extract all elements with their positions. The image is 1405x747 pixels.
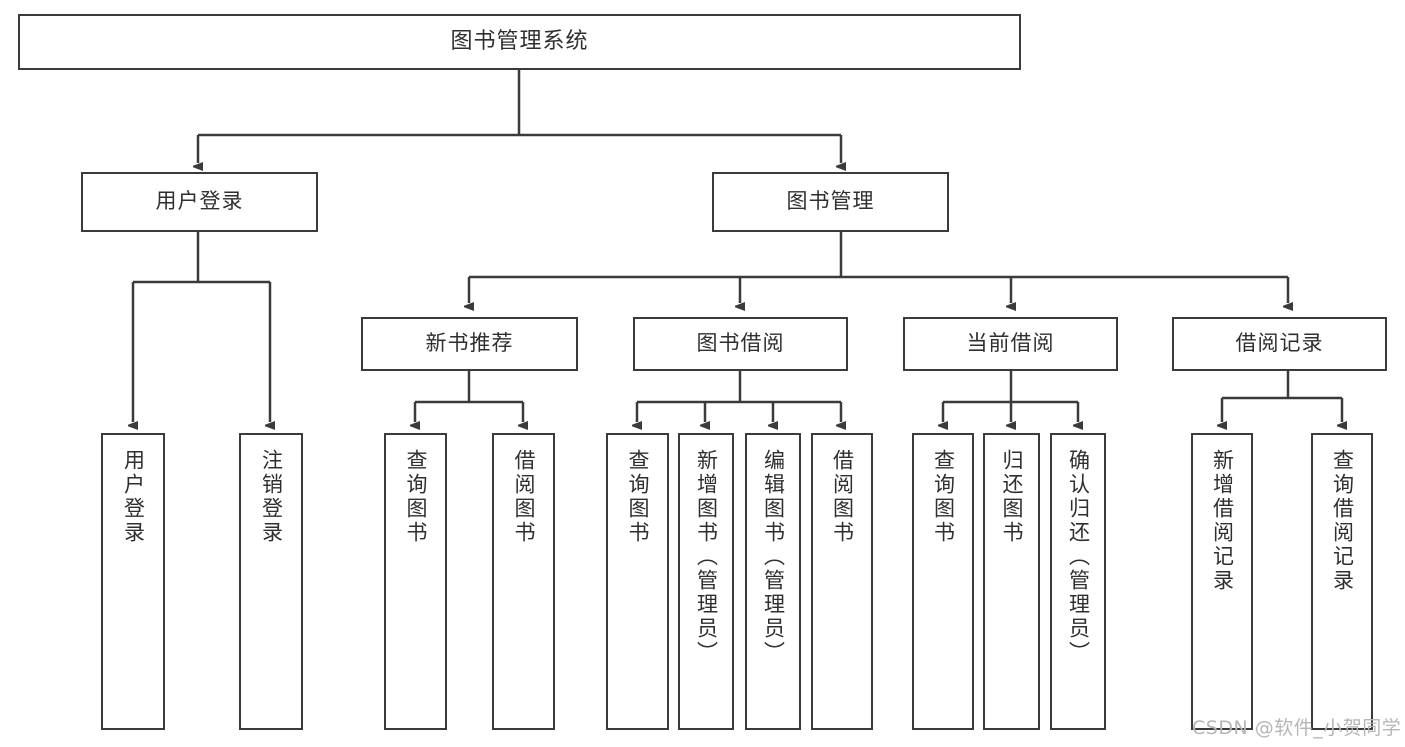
node-leaf-query-book-3[interactable]: 查询图书 <box>912 433 974 730</box>
node-book-management-label: 图书管理 <box>786 189 875 214</box>
node-new-book-recommend[interactable]: 新书推荐 <box>361 317 578 371</box>
node-borrow-record-label: 借阅记录 <box>1235 331 1324 356</box>
node-leaf-return-book[interactable]: 归还图书 <box>983 433 1040 730</box>
node-leaf-borrow-book-1[interactable]: 借阅图书 <box>492 433 555 730</box>
node-current-borrow[interactable]: 当前借阅 <box>903 317 1118 371</box>
node-current-borrow-label: 当前借阅 <box>966 331 1055 356</box>
node-leaf-logout-label: 注销登录 <box>259 449 284 545</box>
node-leaf-add-record[interactable]: 新增借阅记录 <box>1191 433 1253 730</box>
node-leaf-return-book-label: 归还图书 <box>1000 449 1024 545</box>
node-book-borrow[interactable]: 图书借阅 <box>633 317 848 371</box>
node-leaf-add-record-label: 新增借阅记录 <box>1210 449 1235 593</box>
node-leaf-borrow-book-1-label: 借阅图书 <box>512 449 536 545</box>
node-leaf-borrow-book-2[interactable]: 借阅图书 <box>811 433 873 730</box>
node-leaf-query-book-2-label: 查询图书 <box>626 449 650 545</box>
node-leaf-edit-book-label: 编辑图书（管理员） <box>761 449 786 665</box>
node-borrow-record[interactable]: 借阅记录 <box>1172 317 1387 371</box>
node-root-system[interactable]: 图书管理系统 <box>18 14 1021 70</box>
node-leaf-user-login-label: 用户登录 <box>121 449 146 545</box>
watermark-text: CSDN @软件_小贺同学 <box>1192 717 1402 739</box>
node-leaf-query-book-1[interactable]: 查询图书 <box>384 433 447 730</box>
node-leaf-confirm-return-label: 确认归还（管理员） <box>1066 449 1091 665</box>
node-leaf-confirm-return[interactable]: 确认归还（管理员） <box>1050 433 1106 730</box>
node-leaf-query-book-1-label: 查询图书 <box>404 449 428 545</box>
node-book-management[interactable]: 图书管理 <box>712 172 949 232</box>
node-user-login[interactable]: 用户登录 <box>81 172 318 232</box>
node-leaf-edit-book[interactable]: 编辑图书（管理员） <box>745 433 801 730</box>
node-new-book-recommend-label: 新书推荐 <box>425 331 514 356</box>
node-book-borrow-label: 图书借阅 <box>696 331 785 356</box>
node-root-label: 图书管理系统 <box>450 28 589 54</box>
node-leaf-add-book-label: 新增图书（管理员） <box>694 449 719 665</box>
node-leaf-logout[interactable]: 注销登录 <box>239 433 303 730</box>
node-leaf-borrow-book-2-label: 借阅图书 <box>830 449 855 545</box>
node-leaf-add-book[interactable]: 新增图书（管理员） <box>678 433 734 730</box>
node-leaf-query-record[interactable]: 查询借阅记录 <box>1311 433 1373 730</box>
node-leaf-query-record-label: 查询借阅记录 <box>1330 449 1355 593</box>
node-leaf-user-login[interactable]: 用户登录 <box>101 433 165 730</box>
node-leaf-query-book-3-label: 查询图书 <box>931 449 956 545</box>
node-leaf-query-book-2[interactable]: 查询图书 <box>606 433 669 730</box>
node-user-login-label: 用户登录 <box>155 189 244 214</box>
